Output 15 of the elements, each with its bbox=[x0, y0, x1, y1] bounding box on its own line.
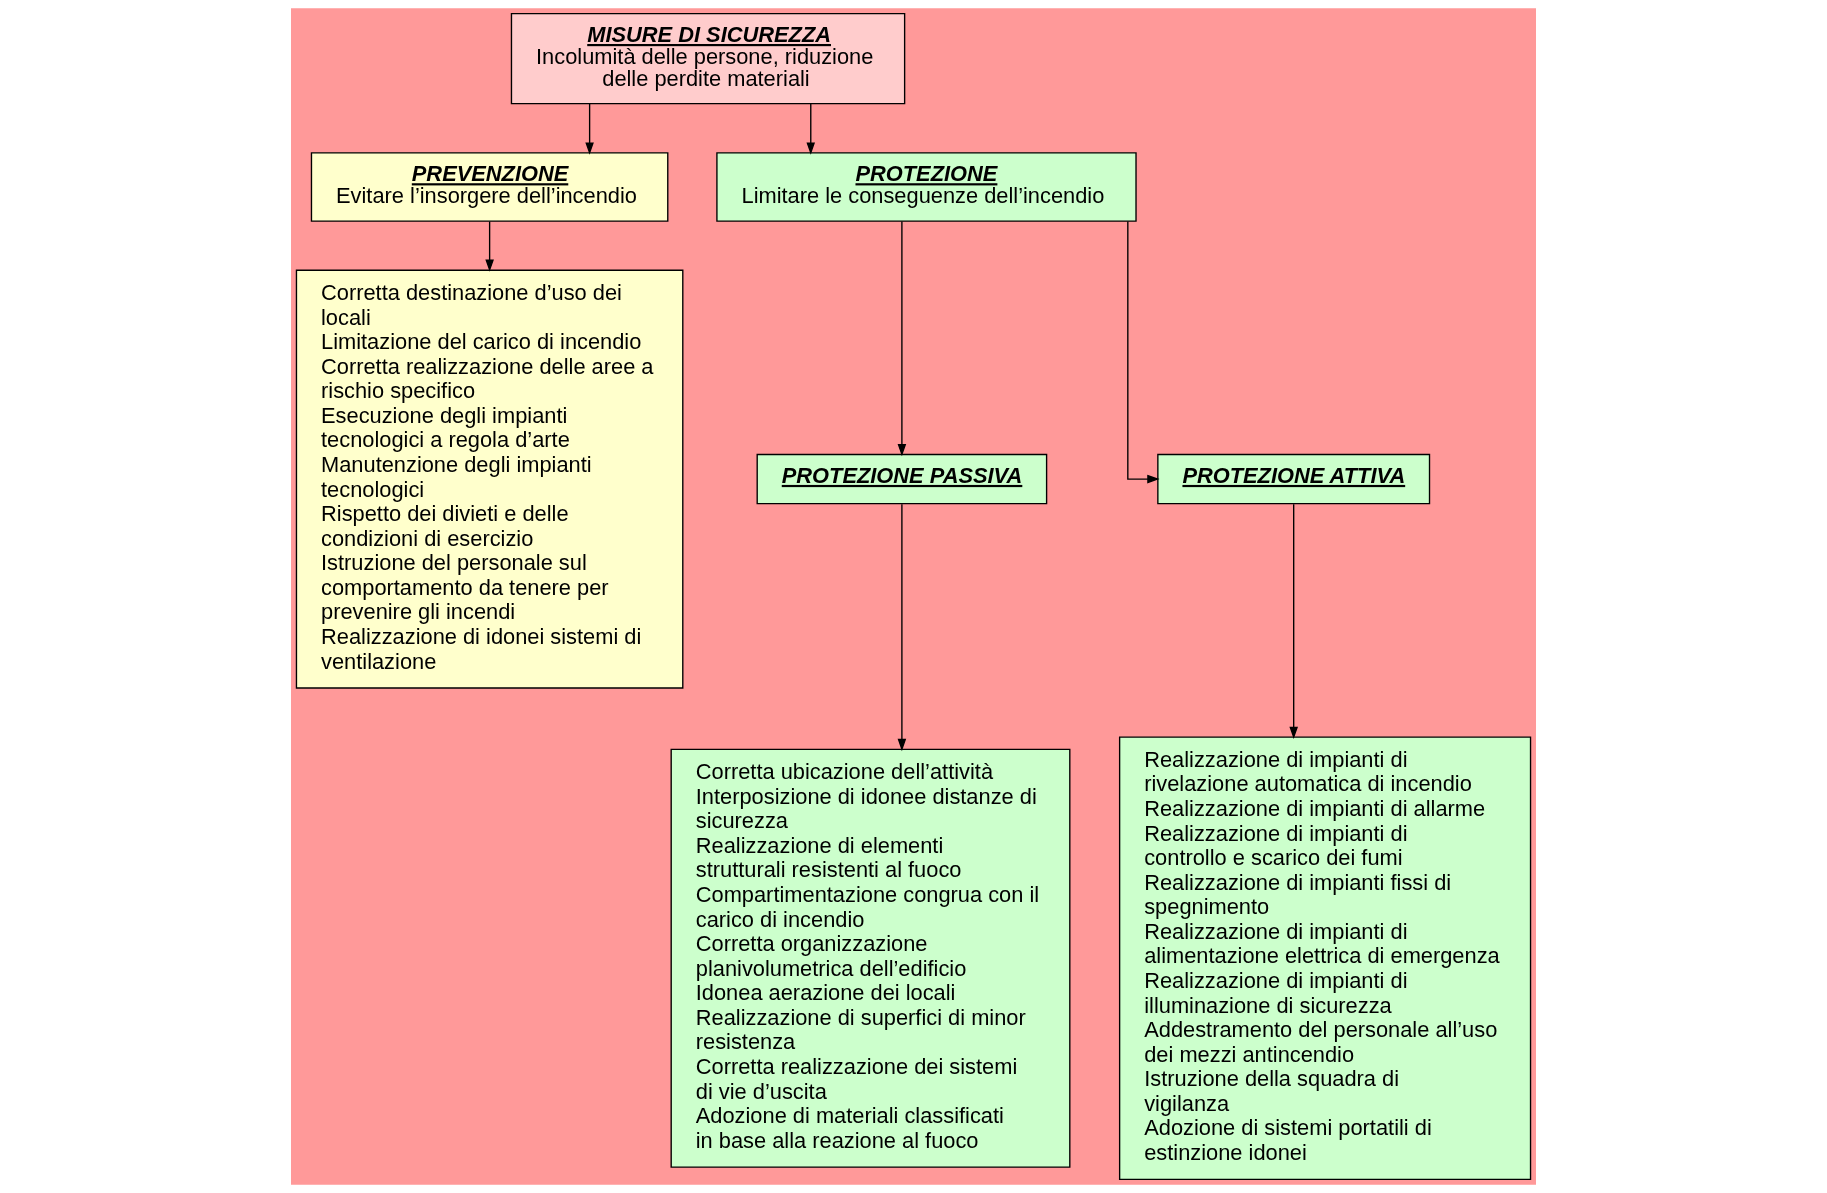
arrow bbox=[585, 103, 594, 155]
arrow bbox=[1127, 220, 1160, 484]
node-box: PROTEZIONE ATTIVA bbox=[1157, 453, 1431, 505]
node-box: Realizzazione di impianti di rivelazione automatica di incendio Realizzazione di impianti di allarme Realizzazione di impianti di controllo e scarico dei fumi Realizzazione di impianti fissi di spegnimento Realizzazione di impianti di alimentazione elettrica di emergenza Realizzazione di impianti di illuminazione di sicurezza Addestramento del personale all’uso dei mezzi antincendio Istruzione della squadra di vigilanza Adozione di sistemi portatili di estinzione idonei bbox=[1118, 736, 1532, 1181]
arrow bbox=[1289, 503, 1298, 740]
arrow bbox=[485, 220, 494, 272]
node-box: PREVENZIONE Evitare l’insorgere dell’incendio bbox=[310, 152, 669, 222]
node-box: PROTEZIONE Limitare le conseguenze dell’incendio bbox=[716, 152, 1137, 222]
node-box: PROTEZIONE PASSIVA bbox=[756, 453, 1048, 505]
node-box: MISURE DI SICUREZZA Incolumità delle persone, riduzione delle perdite materiali bbox=[510, 12, 906, 105]
arrow bbox=[897, 220, 907, 457]
arrow bbox=[806, 103, 816, 155]
node-box: Corretta ubicazione dell’attività Interposizione di idonee distanze di sicurezza Realizzazione di elementi strutturali resistenti al fuoco Compartimentazione congrua con il carico di incendio Corretta organizzazione planivolumetrica dell’edificio Idonea aerazione dei locali Realizzazione di superfici di minor resistenza Corretta realizzazione dei sistemi di vie d’uscita Adozione di materiali classificati in base alla reazione al fuoco bbox=[670, 748, 1071, 1168]
node-box: Corretta destinazione d’uso dei locali Limitazione del carico di incendio Corretta realizzazione delle aree a rischio specifico Esecuzione degli impianti tecnologici a regola d’arte Manutenzione degli impianti tecnologici Rispetto dei divieti e delle condizioni di esercizio Istruzione del personale sul comportamento da tenere per prevenire gli incendi Realizzazione di idonei sistemi di ventilazione bbox=[295, 269, 684, 689]
arrow bbox=[897, 503, 907, 752]
